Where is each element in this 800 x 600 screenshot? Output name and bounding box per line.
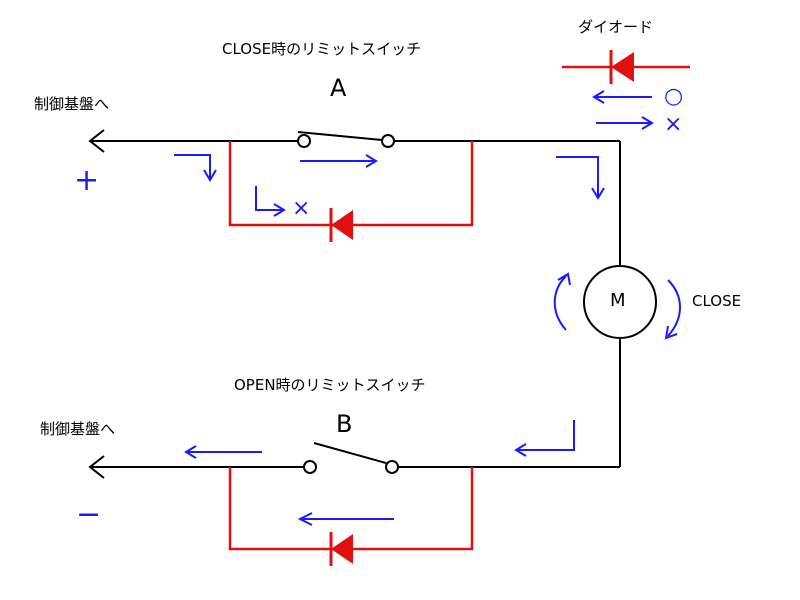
legend-diode bbox=[562, 50, 690, 84]
switch-b-title: OPEN時のリミットスイッチ bbox=[234, 376, 426, 394]
diode-a-symbol bbox=[329, 208, 353, 242]
top-output-arrowhead bbox=[88, 129, 105, 153]
rotation-direction-label: CLOSE bbox=[692, 292, 742, 310]
switch-a-title: CLOSE時のリミットスイッチ bbox=[222, 40, 422, 58]
limit-switch-a bbox=[297, 131, 395, 148]
minus-sign: − bbox=[76, 497, 102, 532]
to-board-label-bottom: 制御基盤へ bbox=[40, 420, 116, 438]
switch-a-letter: A bbox=[330, 74, 347, 102]
blocked-mark: × bbox=[292, 196, 311, 221]
bottom-wire bbox=[92, 338, 621, 468]
bottom-output-arrowhead bbox=[88, 455, 105, 479]
diode-legend-label: ダイオード bbox=[578, 18, 654, 36]
switch-b-letter: B bbox=[336, 410, 353, 438]
legend-ok-mark: ○ bbox=[664, 84, 684, 109]
plus-sign: + bbox=[74, 163, 100, 198]
current-flow-arrows bbox=[174, 154, 681, 526]
top-wire bbox=[92, 140, 621, 268]
diode-b-symbol bbox=[329, 532, 353, 566]
limit-switch-b bbox=[303, 442, 399, 474]
to-board-label-top: 制御基盤へ bbox=[34, 95, 110, 113]
legend-arrows bbox=[592, 90, 654, 130]
motor-label: M bbox=[610, 290, 626, 311]
legend-ng-mark: × bbox=[664, 112, 683, 137]
